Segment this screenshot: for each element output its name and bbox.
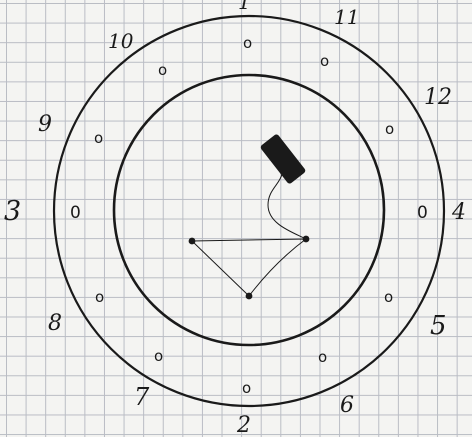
hole-mark: 0	[70, 203, 81, 223]
triangle-shape	[192, 239, 306, 296]
weight-block	[260, 133, 307, 184]
hole-mark: 0	[417, 203, 428, 223]
ring-label: 6	[340, 393, 354, 418]
inner-ring-circle	[114, 75, 384, 345]
ring-label: 1	[238, 0, 251, 14]
hole-mark: o	[95, 288, 104, 306]
ring-label: 9	[38, 112, 52, 137]
ring-label: 8	[48, 311, 62, 336]
ring-label: 12	[424, 85, 452, 110]
hole-mark: o	[154, 347, 163, 365]
hole-mark: o	[243, 34, 252, 52]
hole-mark: o	[318, 348, 327, 366]
hole-mark: o	[385, 120, 394, 138]
ring-label: 3	[4, 196, 21, 227]
hole-mark: o	[384, 288, 393, 306]
hole-mark: o	[320, 52, 329, 70]
ring-label: 7	[134, 383, 150, 411]
ring-label: 4	[451, 200, 466, 225]
triangle-vertex-left	[189, 238, 196, 245]
hole-mark: o	[94, 129, 103, 147]
ring-label: 11	[334, 5, 359, 29]
ring-label: 10	[108, 29, 134, 53]
hole-mark: o	[242, 379, 251, 397]
triangle-vertex-bottom	[246, 293, 253, 300]
hanging-string	[268, 174, 306, 239]
hole-mark: o	[158, 61, 167, 79]
ring-label: 5	[430, 311, 447, 341]
ring-label: 2	[236, 413, 251, 437]
